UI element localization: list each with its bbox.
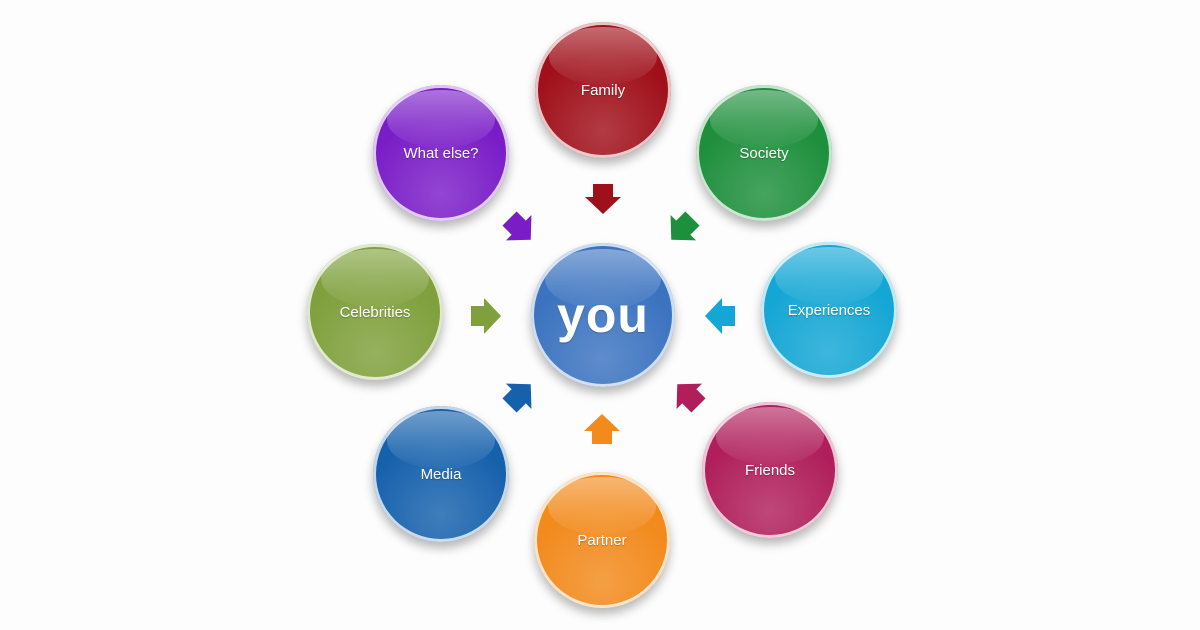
society-circle: Society xyxy=(696,85,832,221)
arrow-partner xyxy=(584,414,620,444)
arrow-media xyxy=(502,383,532,413)
arrow-society xyxy=(670,211,700,241)
what-else-label: What else? xyxy=(403,144,479,162)
experiences-label: Experiences xyxy=(787,301,871,319)
arrow-experiences xyxy=(705,298,735,334)
family-circle: Family xyxy=(535,22,671,158)
media-label: Media xyxy=(420,465,462,483)
you-label: you xyxy=(557,287,649,343)
friends-circle: Friends xyxy=(702,402,838,538)
partner-label: Partner xyxy=(577,531,627,549)
partner-circle: Partner xyxy=(534,472,670,608)
celebrities-label: Celebrities xyxy=(339,303,411,321)
arrow-family xyxy=(585,184,621,214)
arrow-what-else xyxy=(502,211,532,241)
arrow-friends xyxy=(676,383,706,413)
experiences-circle: Experiences xyxy=(761,242,897,378)
family-label: Family xyxy=(580,81,626,99)
friends-label: Friends xyxy=(744,461,796,479)
media-circle: Media xyxy=(373,406,509,542)
society-label: Society xyxy=(739,144,789,162)
arrow-celebrities xyxy=(471,298,501,334)
you-circle: you xyxy=(531,243,675,387)
celebrities-circle: Celebrities xyxy=(307,244,443,380)
what-else-circle: What else? xyxy=(373,85,509,221)
